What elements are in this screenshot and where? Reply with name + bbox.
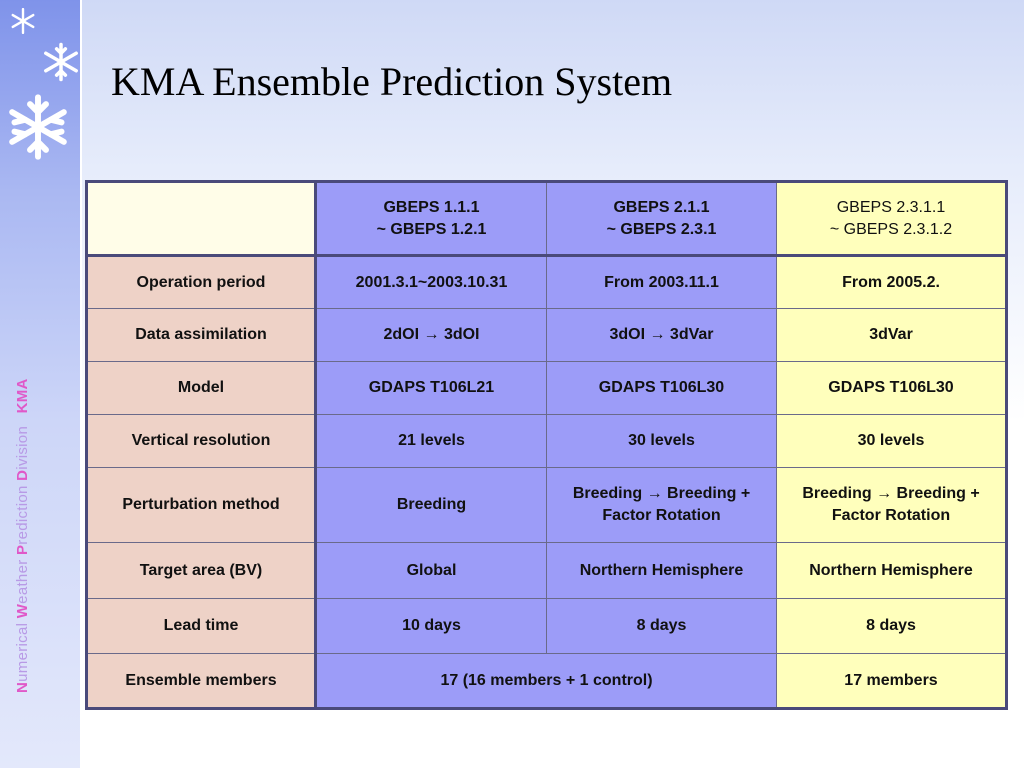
- table-row: Model GDAPS T106L21 GDAPS T106L30 GDAPS …: [86, 361, 1007, 415]
- table-cell: 30 levels: [776, 414, 1007, 468]
- word-initial: W: [14, 603, 31, 619]
- table-cell: 17 members: [776, 653, 1007, 709]
- table-cell: 8 days: [776, 598, 1007, 654]
- comparison-table: GBEPS 1.1.1 ~ GBEPS 1.2.1 GBEPS 2.1.1 ~ …: [85, 180, 1008, 710]
- word-rest: umerical: [14, 622, 31, 682]
- version-cell: GBEPS 2.3.1.1 ~ GBEPS 2.3.1.2: [776, 181, 1007, 257]
- org-label: KMA: [14, 378, 31, 414]
- header-row: GBEPS 1.1.1 ~ GBEPS 1.2.1 GBEPS 2.1.1 ~ …: [86, 181, 1007, 257]
- table-cell: From 2003.11.1: [546, 255, 777, 309]
- version-line: GBEPS 2.3.1.1: [836, 198, 946, 216]
- snowflake-icon: [9, 94, 67, 160]
- word-rest: eather: [14, 559, 31, 604]
- table-row: Perturbation method Breeding Breeding → …: [86, 467, 1007, 543]
- table-cell: Breeding → Breeding + Factor Rotation: [776, 467, 1007, 543]
- word-initial: P: [14, 544, 31, 556]
- table-row: Lead time 10 days 8 days 8 days: [86, 598, 1007, 654]
- corner-cell: [86, 181, 317, 257]
- row-label: Ensemble members: [86, 653, 317, 709]
- snowflake-icon: [11, 8, 35, 34]
- table-cell: GDAPS T106L21: [315, 361, 547, 415]
- row-label: Perturbation method: [86, 467, 317, 543]
- table-row: Operation period 2001.3.1~2003.10.31 Fro…: [86, 255, 1007, 309]
- row-label: Operation period: [86, 255, 317, 309]
- table-cell: 10 days: [315, 598, 547, 654]
- table-cell: 17 (16 members + 1 control): [315, 653, 777, 709]
- row-label: Vertical resolution: [86, 414, 317, 468]
- sidebar: Numerical Weather Prediction Division KM…: [0, 0, 82, 768]
- table-cell: 8 days: [546, 598, 777, 654]
- table-cell: GDAPS T106L30: [546, 361, 777, 415]
- division-label: Numerical Weather Prediction Division KM…: [14, 378, 31, 693]
- version-line: ~ GBEPS 1.2.1: [376, 220, 487, 238]
- table-cell: GDAPS T106L30: [776, 361, 1007, 415]
- row-label: Target area (BV): [86, 542, 317, 599]
- table-cell: Northern Hemisphere: [776, 542, 1007, 599]
- table-row: Target area (BV) Global Northern Hemisph…: [86, 542, 1007, 599]
- table-cell: From 2005.2.: [776, 255, 1007, 309]
- table-cell: 2dOI → 3dOI: [315, 308, 547, 362]
- version-line: GBEPS 1.1.1: [383, 198, 480, 216]
- version-cell: GBEPS 1.1.1 ~ GBEPS 1.2.1: [315, 181, 547, 257]
- row-label: Lead time: [86, 598, 317, 654]
- table-cell: Northern Hemisphere: [546, 542, 777, 599]
- version-line: ~ GBEPS 2.3.1: [606, 220, 717, 238]
- table-row: Data assimilation 2dOI → 3dOI 3dOI → 3dV…: [86, 308, 1007, 362]
- snowflake-icon: [44, 42, 78, 82]
- word-rest: rediction: [14, 485, 31, 545]
- table-cell: Global: [315, 542, 547, 599]
- version-line: ~ GBEPS 2.3.1.2: [829, 220, 953, 238]
- table-row: Ensemble members 17 (16 members + 1 cont…: [86, 653, 1007, 709]
- version-cell: GBEPS 2.1.1 ~ GBEPS 2.3.1: [546, 181, 777, 257]
- page-title: KMA Ensemble Prediction System: [111, 59, 673, 104]
- word-initial: D: [14, 469, 31, 481]
- table-cell: Breeding: [315, 467, 547, 543]
- table-cell: 2001.3.1~2003.10.31: [315, 255, 547, 309]
- row-label: Model: [86, 361, 317, 415]
- row-label: Data assimilation: [86, 308, 317, 362]
- table-cell: 30 levels: [546, 414, 777, 468]
- word-initial: N: [14, 681, 31, 693]
- table-cell: 21 levels: [315, 414, 547, 468]
- table-cell: Breeding → Breeding + Factor Rotation: [546, 467, 777, 543]
- version-line: GBEPS 2.1.1: [613, 198, 710, 216]
- table-row: Vertical resolution 21 levels 30 levels …: [86, 414, 1007, 468]
- table-cell: 3dOI → 3dVar: [546, 308, 777, 362]
- table-cell: 3dVar: [776, 308, 1007, 362]
- word-rest: ivision: [14, 425, 31, 470]
